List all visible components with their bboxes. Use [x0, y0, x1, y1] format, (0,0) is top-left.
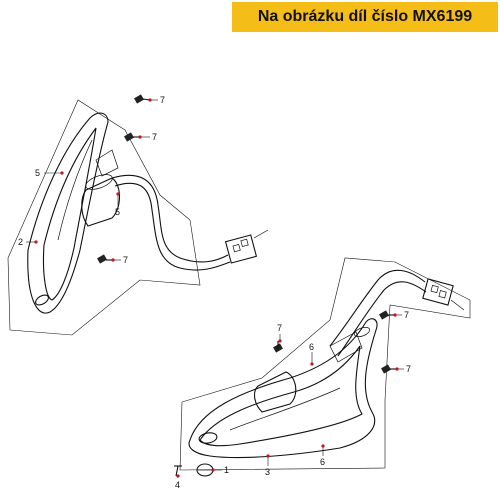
callout-right-mid-screw: 7 [393, 310, 409, 320]
callout-left-top-screw: 7 [148, 95, 165, 105]
callout-right-small-screw: 4 [175, 474, 180, 490]
svg-text:7: 7 [123, 255, 128, 265]
svg-text:6: 6 [309, 342, 314, 352]
left-lens-outline [42, 127, 97, 301]
right-assembly-frame [179, 257, 471, 471]
callout-left-bulb: 5 [115, 192, 120, 217]
left-connector [224, 234, 258, 264]
right-housing-outline [188, 318, 378, 459]
svg-text:2: 2 [18, 237, 23, 247]
callout-right-side-screw: 7 [395, 364, 411, 374]
svg-text:7: 7 [152, 132, 157, 142]
left-mid-screw-icon [124, 132, 140, 142]
svg-text:5: 5 [115, 207, 120, 217]
callout-right-lens-bottom: 6 [320, 444, 325, 467]
callout-left-lens: 5 [35, 168, 64, 178]
left-wire-harness [111, 174, 229, 263]
svg-text:1: 1 [224, 465, 229, 475]
part-number-banner: Na obrázku díl číslo MX6199 [232, 2, 498, 32]
svg-text:4: 4 [175, 480, 180, 490]
svg-text:7: 7 [160, 95, 165, 105]
left-top-screw-icon [134, 94, 151, 104]
right-wire-harness [329, 269, 426, 347]
right-turn-signal-assembly [174, 257, 471, 477]
right-side-screw-icon [381, 364, 397, 374]
callout-left-housing: 2 [18, 237, 38, 247]
right-small-screw-icon [174, 465, 182, 477]
right-bulb-socket [253, 371, 297, 413]
right-connector [422, 278, 454, 306]
left-assembly-frame [7, 99, 201, 336]
svg-text:7: 7 [404, 310, 409, 320]
left-turn-signal-assembly [7, 94, 269, 336]
svg-text:5: 5 [35, 168, 40, 178]
left-bulb-socket [81, 177, 121, 227]
callout-right-lens: 6 [309, 342, 314, 366]
svg-text:7: 7 [277, 323, 282, 333]
right-mid-screw-icon [379, 310, 395, 320]
svg-text:6: 6 [320, 457, 325, 467]
right-bulb-icon [196, 463, 214, 477]
callout-right-top-screw: 7 [277, 323, 282, 343]
callout-left-mid-screw: 7 [138, 132, 157, 142]
right-lens-outline [199, 345, 363, 447]
svg-text:7: 7 [406, 364, 411, 374]
left-housing-outline [27, 112, 109, 314]
callout-right-housing: 3 [265, 454, 270, 477]
left-bottom-screw-icon [97, 254, 113, 264]
callout-left-bottom-screw: 7 [111, 255, 128, 265]
callout-right-bulb: 1 [211, 465, 229, 475]
right-top-screw-icon [273, 341, 283, 353]
svg-text:3: 3 [265, 467, 270, 477]
